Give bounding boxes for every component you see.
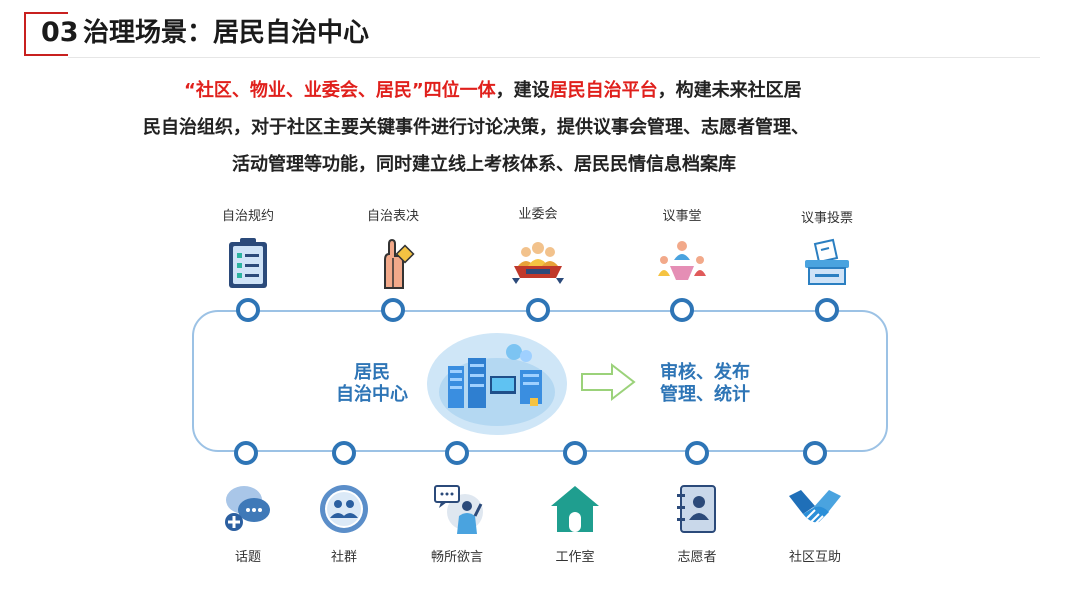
chat-bubbles-add-icon	[225, 486, 270, 531]
timeline-node	[381, 298, 405, 322]
flow-arrow-icon	[581, 362, 636, 402]
top-item-vote[interactable]: 自治表决	[353, 205, 433, 290]
bottom-item-label: 社群	[330, 550, 357, 565]
handshake-icon	[789, 490, 841, 525]
slide-header: 03 治理场景：居民自治中心	[0, 0, 1080, 60]
bottom-item-community[interactable]: 社群	[304, 482, 384, 565]
title-divider	[68, 57, 1040, 58]
timeline-node	[815, 298, 839, 322]
center-hub-line: 居民	[354, 362, 390, 383]
ballot-box-icon	[805, 238, 849, 285]
top-item-label: 业委会	[518, 207, 558, 222]
top-item-charter[interactable]: 自治规约	[208, 205, 288, 290]
intro-text: ，构建未来社区居	[657, 80, 802, 101]
top-item-label: 自治表决	[366, 209, 419, 224]
timeline-node	[563, 441, 587, 465]
intro-line-3: 活动管理等功能，同时建立线上考核体系、居民民情信息档案库	[232, 154, 736, 175]
raised-hand-vote-icon	[384, 238, 415, 289]
title-number-frame	[24, 12, 68, 56]
timeline-node	[236, 298, 260, 322]
center-functions-line: 管理、统计	[660, 384, 750, 405]
house-studio-icon	[551, 486, 599, 532]
timeline-node	[445, 441, 469, 465]
center-hub-title: 居民 自治中心	[320, 362, 424, 406]
contact-book-icon	[677, 485, 716, 533]
top-item-committee[interactable]: 业委会	[498, 203, 578, 288]
bottom-item-studio[interactable]: 工作室	[535, 482, 615, 565]
bottom-item-mutual-aid[interactable]: 社区互助	[775, 482, 855, 565]
bottom-item-speak-freely[interactable]: 畅所欲言	[417, 482, 497, 565]
timeline-node	[670, 298, 694, 322]
bottom-item-label: 志愿者	[677, 550, 717, 565]
committee-group-icon	[512, 242, 564, 284]
top-item-council-hall[interactable]: 议事堂	[642, 205, 722, 290]
intro-line-2: 民自治组织，对于社区主要关键事件进行讨论决策，提供议事会管理、志愿者管理、	[143, 117, 809, 138]
bottom-item-volunteers[interactable]: 志愿者	[657, 482, 737, 565]
bottom-item-label: 工作室	[555, 550, 595, 565]
bottom-item-topics[interactable]: 话题	[208, 482, 288, 565]
intro-line-1: “社区、物业、业委会、居民”四位一体，建设居民自治平台，构建未来社区居	[184, 72, 802, 109]
community-group-icon	[320, 485, 368, 533]
page-title: 治理场景：居民自治中心	[83, 18, 370, 48]
center-functions-line: 审核、发布	[660, 362, 750, 383]
timeline-node	[685, 441, 709, 465]
timeline-node	[234, 441, 258, 465]
timeline-node	[803, 441, 827, 465]
top-item-label: 自治规约	[221, 209, 274, 224]
intro-highlight-four-in-one: “社区、物业、业委会、居民”四位一体	[184, 80, 496, 101]
timeline-node	[332, 441, 356, 465]
section-number: 03	[40, 14, 80, 52]
timeline-node	[526, 298, 550, 322]
data-center-illustration	[427, 333, 567, 435]
center-hub-line: 自治中心	[336, 384, 408, 405]
top-item-label: 议事投票	[800, 211, 853, 226]
speech-person-icon	[434, 485, 483, 534]
top-item-council-vote[interactable]: 议事投票	[787, 207, 867, 290]
intro-text: ，建设	[495, 80, 550, 101]
bottom-item-label: 话题	[234, 550, 261, 565]
clipboard-checklist-icon	[229, 238, 267, 288]
center-functions: 审核、发布 管理、统计	[650, 362, 760, 406]
bottom-item-label: 社区互助	[788, 550, 841, 565]
intro-highlight-platform: 居民自治平台	[549, 80, 658, 101]
meeting-table-icon	[658, 241, 706, 280]
bottom-item-label: 畅所欲言	[430, 550, 483, 565]
top-item-label: 议事堂	[662, 209, 702, 224]
